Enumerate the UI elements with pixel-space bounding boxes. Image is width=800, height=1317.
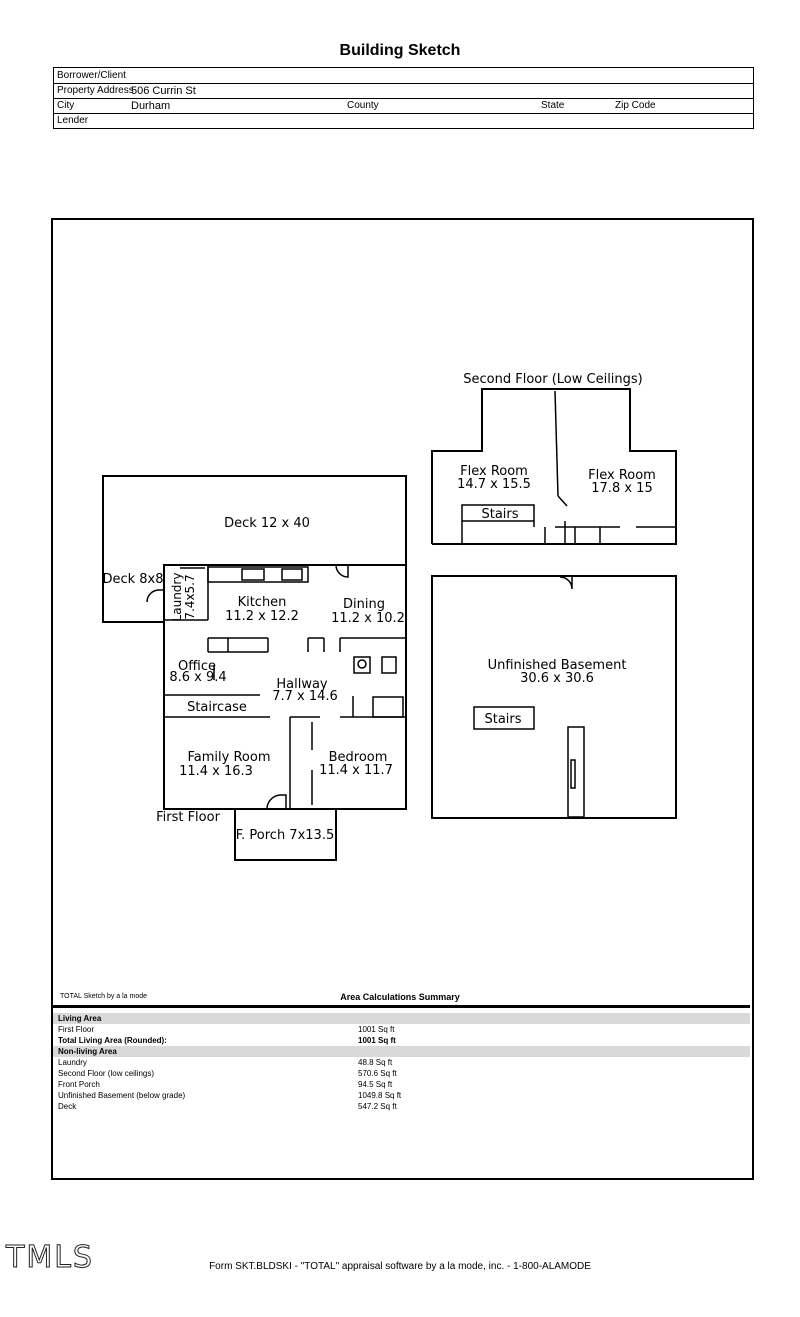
porch-outline [234,809,337,861]
city-value: Durham [131,100,171,112]
bedroom-dim: 11.4 x 11.7 [319,763,393,778]
zip-label: Zip Code [615,100,656,111]
basement-name: Unfinished Basement [488,658,627,673]
row-area: 48.8 Sq ft [358,1058,393,1067]
family-room-name: Family Room [188,750,271,765]
kitchen-name: Kitchen [238,595,287,610]
living-area-header: Living Area [53,1013,750,1024]
row-name: Second Floor (low ceilings) [58,1069,155,1078]
row-area: 570.6 Sq ft [358,1069,397,1078]
flex-room-1-name: Flex Room [460,464,528,479]
family-room-dim: 11.4 x 16.3 [179,764,253,779]
laundry-name: Laundry [170,573,184,622]
nonliving-area-header: Non-living Area [53,1046,750,1057]
row-area: 1001 Sq ft [358,1036,396,1045]
sketch-frame [51,218,754,1180]
address-value: 506 Currin St [131,85,196,97]
city-row: City Durham County State Zip Code [54,98,753,114]
lender-label: Lender [57,115,89,126]
row-area: 1001 Sq ft [358,1025,395,1034]
row-name: Unfinished Basement (below grade) [58,1091,186,1100]
form-footer: Form SKT.BLDSKI - "TOTAL" appraisal soft… [209,1261,591,1272]
dining-dim: 11.2 x 10.2 [331,611,405,626]
second-floor-label: Second Floor (Low Ceilings) [463,372,643,387]
address-row: Property Address 506 Currin St [54,83,753,99]
kitchen-dim: 11.2 x 12.2 [225,609,299,624]
state-label: State [541,100,565,111]
row-name: First Floor [58,1025,94,1034]
flex-room-1-dim: 14.7 x 15.5 [457,477,531,492]
office-name: Office [178,659,216,674]
area-summary: Living Area First Floor 1001 Sq ft Total… [53,1005,750,1112]
row-name: Deck [58,1102,77,1111]
mls-watermark: TMLS [6,1240,94,1276]
summary-row-total: Total Living Area (Rounded): 1001 Sq ft [53,1035,750,1046]
flex-room-2-name: Flex Room [588,468,656,483]
deck-small-label: Deck 8x8 [102,572,163,587]
row-area: 547.2 Sq ft [358,1102,397,1111]
summary-row: Second Floor (low ceilings) 570.6 Sq ft [53,1068,750,1079]
borrower-label: Borrower/Client [57,70,126,81]
staircase-label: Staircase [187,700,247,715]
summary-title: Area Calculations Summary [340,992,460,1002]
county-label: County [347,100,379,111]
stairs-basement-label: Stairs [484,712,521,727]
porch-label: F. Porch 7x13.5 [236,828,334,843]
deck-label: Deck 12 x 40 [224,516,310,531]
hallway-dim: 7.7 x 14.6 [272,689,338,704]
bedroom-name: Bedroom [329,750,388,765]
row-area: 1049.8 Sq ft [358,1091,402,1100]
row-name: Front Porch [58,1080,100,1089]
document-title: Building Sketch [339,42,461,59]
row-name: Total Living Area (Rounded): [58,1036,167,1045]
address-label: Property Address [57,85,134,96]
hallway-name: Hallway [276,677,328,692]
office-dim: 8.6 x 9.4 [169,670,226,685]
summary-row: Laundry 48.8 Sq ft [53,1057,750,1068]
basement-dim: 30.6 x 30.6 [520,671,594,686]
laundry-dim: 7.4x5.7 [183,574,197,619]
dining-name: Dining [343,597,385,612]
summary-row: Unfinished Basement (below grade) 1049.8… [53,1090,750,1101]
second-floor-outline [431,388,677,545]
first-floor-outline [163,564,407,810]
flex-room-2-dim: 17.8 x 15 [591,481,652,496]
summary-row: Front Porch 94.5 Sq ft [53,1079,750,1090]
row-area: 94.5 Sq ft [358,1080,393,1089]
borrower-row: Borrower/Client [54,68,753,84]
deck-outline [102,475,407,623]
stairs-upper-label: Stairs [481,507,518,522]
header-table: Borrower/Client Property Address 506 Cur… [53,67,754,129]
first-floor-label: First Floor [156,810,220,825]
basement-outline [431,575,677,819]
summary-row: Deck 547.2 Sq ft [53,1101,750,1112]
lender-row: Lender [54,113,753,128]
software-note: TOTAL Sketch by a la mode [60,993,148,1000]
summary-row: First Floor 1001 Sq ft [53,1024,750,1035]
city-label: City [57,100,75,111]
row-name: Laundry [58,1058,87,1067]
